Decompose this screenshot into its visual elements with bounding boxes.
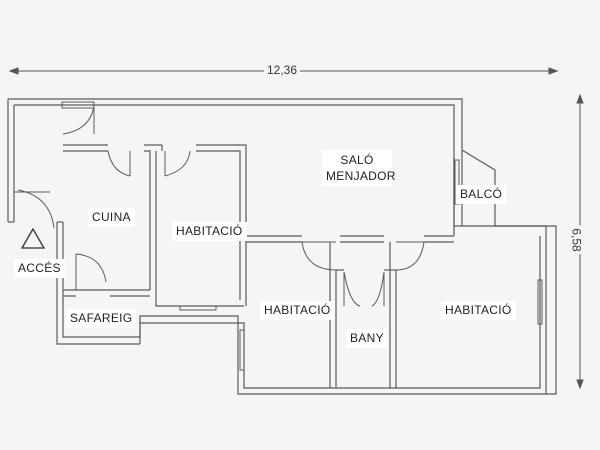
room-label-habitacio-top: HABITACIÓ [172,222,247,241]
room-label-cuina: CUINA [88,208,135,227]
room-label-safareig: SAFAREIG [66,309,137,328]
room-label-acces: ACCÉS [14,259,65,278]
room-label-habitacio-right: HABITACIÓ [441,301,516,320]
exterior-walls [7,98,557,395]
door-swings [14,105,425,307]
width-dimension-label: 12,36 [264,63,301,77]
interior-walls [63,144,454,388]
windows [61,101,543,371]
room-label-salo-menjador: SALÓ MENJADOR [322,150,395,186]
room-label-habitacio-mid: HABITACIÓ [260,301,335,320]
entrance-triangle-icon [20,227,46,249]
room-label-salo-line1: SALÓ [340,153,374,167]
room-label-bany: BANY [346,329,388,348]
room-label-balco: BALCÓ [456,185,507,204]
height-dimension-label: 6,58 [569,225,584,255]
room-label-salo-line2: MENJADOR [326,169,396,183]
